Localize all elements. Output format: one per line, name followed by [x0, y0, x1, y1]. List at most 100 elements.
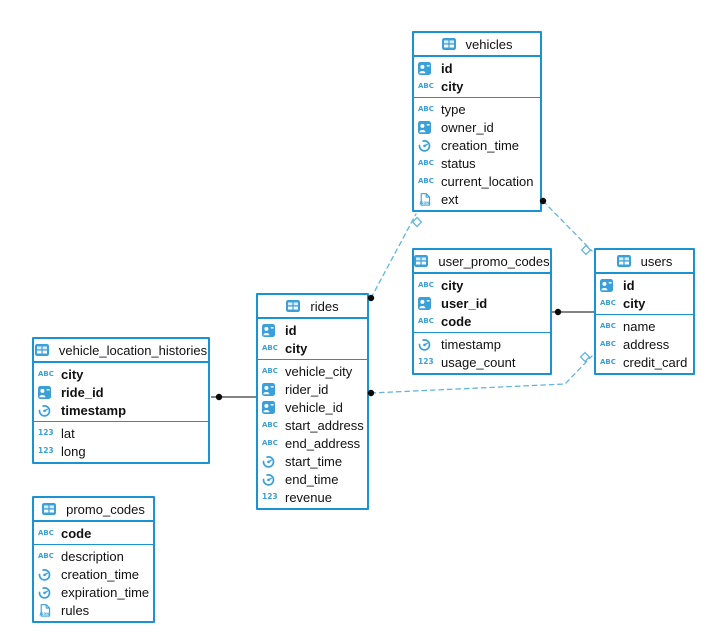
id-badge-icon	[38, 385, 56, 399]
text-icon: ABC	[38, 369, 54, 378]
column-row-id[interactable]: id	[414, 59, 540, 77]
number-icon: 123	[418, 357, 434, 367]
clock-icon	[262, 455, 280, 468]
clock-icon	[38, 404, 56, 417]
column-row-id[interactable]: id	[258, 321, 367, 339]
column-row-ext[interactable]: JSON ext	[414, 190, 540, 208]
column-row-user_id[interactable]: user_id	[414, 294, 550, 312]
column-name: id	[623, 277, 635, 293]
table-icon	[42, 503, 60, 515]
column-row-owner_id[interactable]: owner_id	[414, 118, 540, 136]
table-name: vehicles	[465, 36, 513, 52]
column-name: ext	[441, 191, 459, 207]
table-icon	[286, 300, 304, 312]
number-icon: 123	[38, 428, 54, 438]
column-name: current_location	[441, 173, 534, 189]
number-icon: 123	[262, 492, 278, 502]
column-row-lat[interactable]: 123 lat	[34, 424, 208, 442]
column-name: credit_card	[623, 354, 688, 370]
table-header-vehicles[interactable]: vehicles	[414, 33, 540, 57]
column-name: rider_id	[285, 381, 329, 397]
column-name: id	[285, 322, 297, 338]
table-name: promo_codes	[66, 501, 145, 517]
column-row-start_time[interactable]: start_time	[258, 452, 367, 470]
column-row-creation_time[interactable]: creation_time	[34, 565, 153, 583]
json-icon: JSON	[38, 603, 56, 617]
column-name: description	[61, 548, 124, 564]
column-row-timestamp[interactable]: timestamp	[414, 335, 550, 353]
id-badge-icon	[262, 323, 280, 337]
text-icon: ABC	[418, 316, 434, 325]
clock-icon	[38, 568, 56, 581]
column-row-id[interactable]: id	[596, 276, 693, 294]
column-name: lat	[61, 425, 75, 441]
text-icon: ABC	[262, 420, 278, 429]
text-icon: ABC	[418, 158, 434, 167]
column-row-timestamp[interactable]: timestamp	[34, 401, 208, 419]
column-name: end_address	[285, 435, 361, 451]
column-row-vehicle_id[interactable]: vehicle_id	[258, 398, 367, 416]
table-name: rides	[310, 298, 339, 314]
column-row-usage_count[interactable]: 123 usage_count	[414, 353, 550, 371]
column-row-end_time[interactable]: end_time	[258, 470, 367, 488]
clock-icon	[418, 338, 436, 351]
column-row-ride_id[interactable]: ride_id	[34, 383, 208, 401]
table-header-rides[interactable]: rides	[258, 295, 367, 319]
column-name: usage_count	[441, 354, 516, 370]
column-name: ride_id	[61, 384, 104, 400]
text-icon: ABC	[418, 81, 434, 90]
column-name: id	[441, 60, 453, 76]
table-name: vehicle_location_histories	[58, 342, 208, 358]
id-badge-icon	[418, 61, 436, 75]
number-icon: 123	[38, 446, 54, 456]
id-badge-icon	[600, 278, 618, 292]
column-name: city	[441, 277, 464, 293]
column-row-expiration_time[interactable]: expiration_time	[34, 583, 153, 601]
table-header-vehicle_location_histories[interactable]: vehicle_location_histories	[34, 339, 208, 363]
table-header-promo_codes[interactable]: promo_codes	[34, 498, 153, 522]
column-name: end_time	[285, 471, 339, 487]
id-badge-icon	[418, 120, 436, 134]
table-icon	[34, 344, 53, 356]
column-row-rider_id[interactable]: rider_id	[258, 380, 367, 398]
column-row-creation_time[interactable]: creation_time	[414, 136, 540, 154]
table-header-users[interactable]: users	[596, 250, 693, 274]
column-name: code	[61, 525, 92, 541]
table-header-user_promo_codes[interactable]: user_promo_codes	[414, 250, 550, 274]
svg-text:JSON: JSON	[39, 612, 50, 616]
svg-text:JSON: JSON	[419, 201, 430, 205]
text-icon: ABC	[262, 343, 278, 352]
